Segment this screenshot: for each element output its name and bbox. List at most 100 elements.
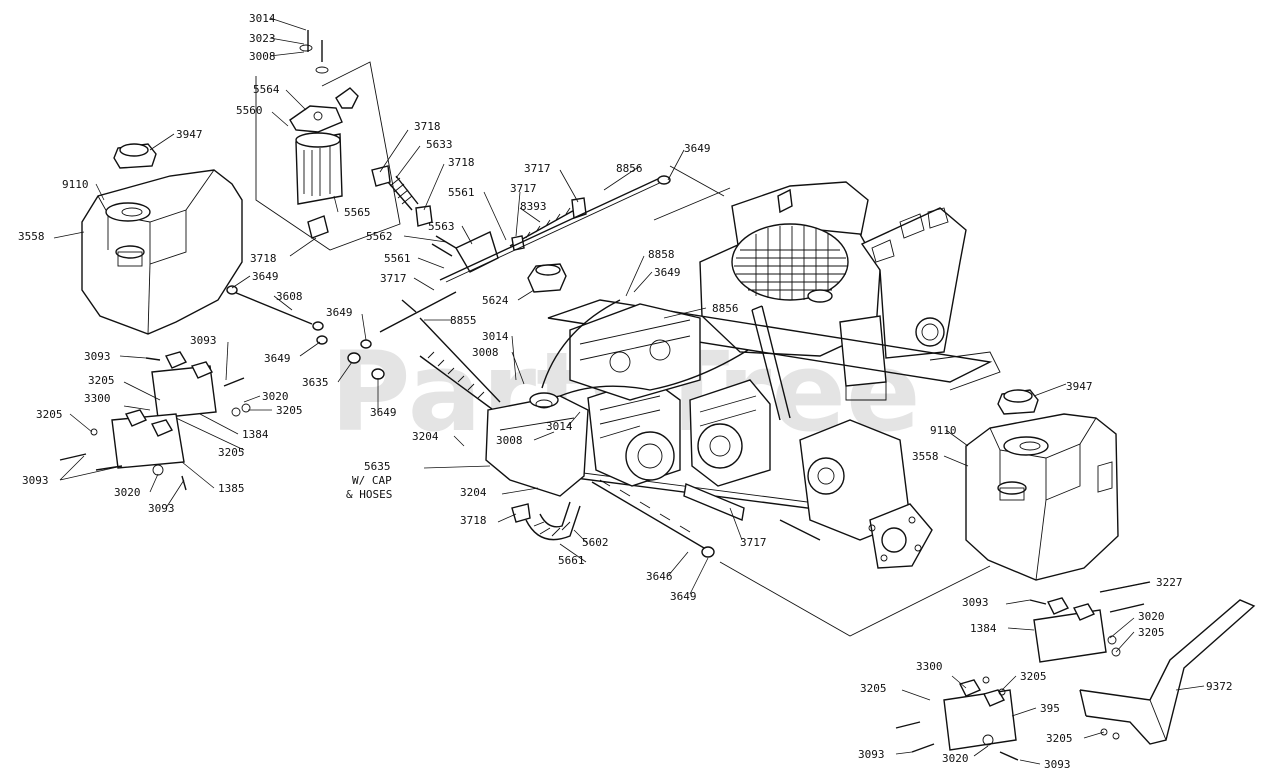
callout-3093: 3093 (148, 502, 175, 515)
callout-5563: 5563 (428, 220, 455, 233)
filter-head[interactable] (289, 105, 343, 133)
callout-3205: 3205 (276, 404, 303, 417)
callout-5624: 5624 (482, 294, 509, 307)
callout-3014: 3014 (249, 12, 276, 25)
hose-8856-lower[interactable] (559, 349, 749, 397)
callout-3008: 3008 (472, 346, 499, 359)
cable-8855[interactable] (379, 291, 501, 403)
hose-3635[interactable] (316, 335, 497, 413)
fuel-filter[interactable] (295, 132, 343, 205)
callout-5602: 5602 (582, 536, 609, 549)
callout-3020: 3020 (262, 390, 289, 403)
engine[interactable] (699, 181, 967, 401)
callout-3649: 3649 (684, 142, 711, 155)
hardware-left[interactable] (59, 357, 251, 491)
hydro-pump-center[interactable] (689, 379, 771, 487)
leader-lines (53, 17, 1205, 765)
callout-3227: 3227 (1156, 576, 1183, 589)
right-fuel-cap[interactable] (997, 389, 1039, 415)
callout-5633: 5633 (426, 138, 453, 151)
callout-3718: 3718 (250, 252, 277, 265)
callout-3014: 3014 (546, 420, 573, 433)
callout-3947: 3947 (176, 128, 203, 141)
rod-8856-upper[interactable] (439, 175, 671, 283)
callout-3205: 3205 (860, 682, 887, 695)
callout-3558: 3558 (912, 450, 939, 463)
callout-5560: 5560 (236, 104, 263, 117)
wheel-hub[interactable] (779, 419, 933, 569)
callout-3558: 3558 (18, 230, 45, 243)
callout-1384: 1384 (970, 622, 997, 635)
bracket-1384-left[interactable] (151, 351, 217, 419)
callout-1384: 1384 (242, 428, 269, 441)
callout-3093: 3093 (84, 350, 111, 363)
engine-grille (734, 226, 848, 300)
rod-3646[interactable] (591, 479, 715, 558)
hydro-pump-left[interactable] (587, 377, 681, 487)
callout-3646: 3646 (646, 570, 673, 583)
bracket-1385-left[interactable] (111, 409, 185, 469)
callout-8856: 8856 (712, 302, 739, 315)
callout-3608: 3608 (276, 290, 303, 303)
left-fuel-cap[interactable] (113, 143, 157, 169)
clamp-3718-top[interactable] (371, 165, 391, 187)
callout-3205: 3205 (1138, 626, 1165, 639)
callout-3204: 3204 (460, 486, 487, 499)
callout-3649: 3649 (326, 306, 353, 319)
callout-8858: 8858 (648, 248, 675, 261)
subassembly-outline (719, 561, 991, 637)
callout-8856: 8856 (616, 162, 643, 175)
callout-3649: 3649 (370, 406, 397, 419)
callout-8393: 8393 (520, 200, 547, 213)
clamp-3717-mid[interactable] (511, 235, 525, 251)
callout-1385: 1385 (218, 482, 245, 495)
callout-3014: 3014 (482, 330, 509, 343)
rod-3608[interactable] (226, 285, 324, 331)
reservoir-5635[interactable] (485, 392, 589, 497)
callout-395: 395 (1040, 702, 1060, 715)
clamp-3718-bottom[interactable] (511, 503, 531, 523)
callout-5635-note: W/ CAP (352, 474, 392, 487)
hose-5633[interactable] (387, 175, 419, 211)
callout-3204: 3204 (412, 430, 439, 443)
bracket-1384-right[interactable] (1033, 597, 1107, 663)
valve-5563[interactable] (455, 231, 499, 273)
callout-9372: 9372 (1206, 680, 1233, 693)
callout-3649: 3649 (264, 352, 291, 365)
callout-3093: 3093 (22, 474, 49, 487)
hydro-upper[interactable] (569, 303, 701, 401)
callout-5635: 5635 (364, 460, 391, 473)
callout-3649: 3649 (252, 270, 279, 283)
callout-3205: 3205 (36, 408, 63, 421)
callout-3717: 3717 (524, 162, 551, 175)
callout-3718: 3718 (460, 514, 487, 527)
elbow-fitting[interactable] (335, 87, 359, 109)
callout-3093: 3093 (858, 748, 885, 761)
hose-5661[interactable] (525, 501, 581, 541)
callout-3093: 3093 (1044, 758, 1071, 771)
callout-5561: 5561 (384, 252, 411, 265)
callout-3205: 3205 (88, 374, 115, 387)
callout-3008: 3008 (496, 434, 523, 447)
callout-3008: 3008 (249, 50, 276, 63)
reservoir-cap-5624[interactable] (527, 263, 567, 293)
callout-8855: 8855 (450, 314, 477, 327)
callout-9110: 9110 (930, 424, 957, 437)
bracket-3717-lower[interactable] (683, 483, 745, 521)
left-fuel-tank[interactable] (81, 169, 243, 335)
clamp-3718-left[interactable] (307, 215, 329, 239)
engine-lead (653, 165, 731, 221)
callout-3717: 3717 (740, 536, 767, 549)
handle-9372[interactable] (1079, 599, 1256, 745)
clamp-3717-top[interactable] (571, 197, 587, 219)
hose-8858[interactable] (541, 299, 621, 389)
fitting-5562[interactable] (431, 235, 457, 257)
callout-5635-note: & HOSES (346, 488, 392, 501)
callout-3300: 3300 (916, 660, 943, 673)
control-lever[interactable] (751, 305, 791, 421)
callout-3718: 3718 (414, 120, 441, 133)
callout-3635: 3635 (302, 376, 329, 389)
screw-stack[interactable] (299, 30, 329, 74)
bracket-395-right[interactable] (943, 679, 1017, 751)
right-fuel-tank[interactable] (965, 413, 1119, 581)
